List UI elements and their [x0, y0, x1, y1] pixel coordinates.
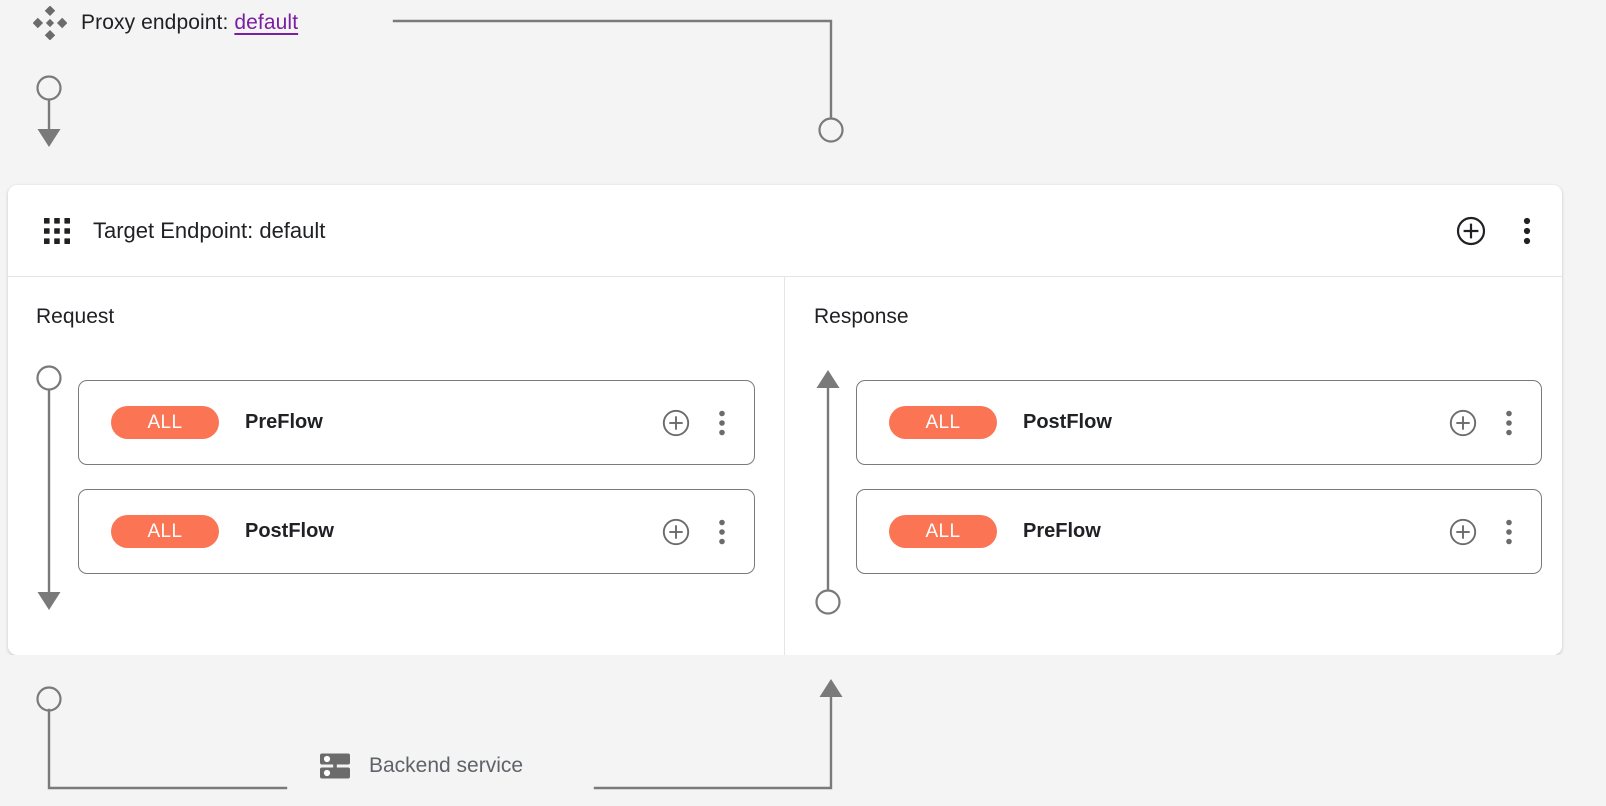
flow-name-label: PostFlow — [245, 520, 334, 542]
proxy-endpoint-name-link[interactable]: default — [234, 11, 299, 34]
flow-row-actions — [662, 409, 732, 437]
request-pane-title: Request — [36, 305, 115, 328]
flow-menu-button[interactable] — [712, 518, 732, 546]
flow-row-actions — [1449, 409, 1519, 437]
flow-name-label: PreFlow — [1023, 520, 1101, 542]
target-endpoint-add-button[interactable] — [1456, 216, 1486, 246]
plus-circle-icon — [1449, 518, 1477, 545]
flow-add-button[interactable] — [1449, 518, 1477, 546]
proxy-endpoint-header: Proxy endpoint: default — [33, 6, 298, 40]
flow-add-button[interactable] — [1449, 409, 1477, 437]
more-vert-icon — [1506, 519, 1512, 544]
response-flow-list: ALL PostFlow — [856, 380, 1542, 574]
flow-name-label: PreFlow — [245, 411, 323, 433]
backend-service-strip — [0, 655, 1606, 806]
target-endpoint-card: Target Endpoint: default — [8, 185, 1562, 655]
flow-row[interactable]: ALL PreFlow — [78, 380, 755, 465]
status-badge: ALL — [111, 406, 219, 439]
more-vert-icon — [1523, 217, 1531, 244]
flow-row[interactable]: ALL PostFlow — [856, 380, 1542, 465]
flow-menu-button[interactable] — [1499, 409, 1519, 437]
flow-row[interactable]: ALL PostFlow — [78, 489, 755, 574]
response-flow-rail-up — [815, 370, 841, 615]
more-vert-icon — [719, 410, 725, 435]
flow-name-label: PostFlow — [1023, 411, 1112, 433]
target-endpoint-header: Target Endpoint: default — [8, 185, 1562, 277]
response-pane-title: Response — [814, 305, 909, 328]
flow-menu-button[interactable] — [712, 409, 732, 437]
target-to-backend-request-connector — [36, 686, 288, 790]
flow-row-actions — [1449, 518, 1519, 546]
request-flow-list: ALL PreFlow — [78, 380, 755, 574]
backend-to-target-response-connector — [593, 679, 843, 790]
proxy-diamond-icon — [33, 6, 67, 40]
status-badge: ALL — [889, 515, 997, 548]
target-endpoint-title: Target Endpoint: default — [93, 217, 326, 243]
flow-add-button[interactable] — [662, 518, 690, 546]
backend-service-label: Backend service — [369, 754, 524, 777]
proxy-to-target-top-connector — [392, 19, 844, 143]
flow-row[interactable]: ALL PreFlow — [856, 489, 1542, 574]
flow-menu-button[interactable] — [1499, 518, 1519, 546]
proxy-endpoint-title: Proxy endpoint: default — [81, 11, 298, 35]
plus-circle-icon — [1456, 216, 1486, 245]
more-vert-icon — [1506, 410, 1512, 435]
proxy-to-target-down-connector — [36, 75, 62, 147]
flow-row-actions — [662, 518, 732, 546]
response-pane: Response ALL PostFlow — [785, 277, 1562, 655]
proxy-endpoint-strip: Proxy endpoint: default — [0, 0, 1606, 185]
more-vert-icon — [719, 519, 725, 544]
flow-add-button[interactable] — [662, 409, 690, 437]
status-badge: ALL — [111, 515, 219, 548]
plus-circle-icon — [1449, 409, 1477, 436]
status-badge: ALL — [889, 406, 997, 439]
plus-circle-icon — [662, 409, 690, 436]
target-endpoint-menu-button[interactable] — [1516, 216, 1538, 246]
request-pane: Request ALL PreFlow — [8, 277, 785, 655]
server-icon — [320, 753, 350, 779]
request-flow-rail-down — [36, 365, 62, 610]
proxy-endpoint-label: Proxy endpoint: — [81, 11, 229, 34]
flow-panes: Request ALL PreFlow — [8, 277, 1562, 655]
backend-service: Backend service — [318, 749, 523, 783]
target-endpoint-actions — [1456, 216, 1538, 246]
apps-grid-icon — [44, 217, 70, 244]
plus-circle-icon — [662, 518, 690, 545]
